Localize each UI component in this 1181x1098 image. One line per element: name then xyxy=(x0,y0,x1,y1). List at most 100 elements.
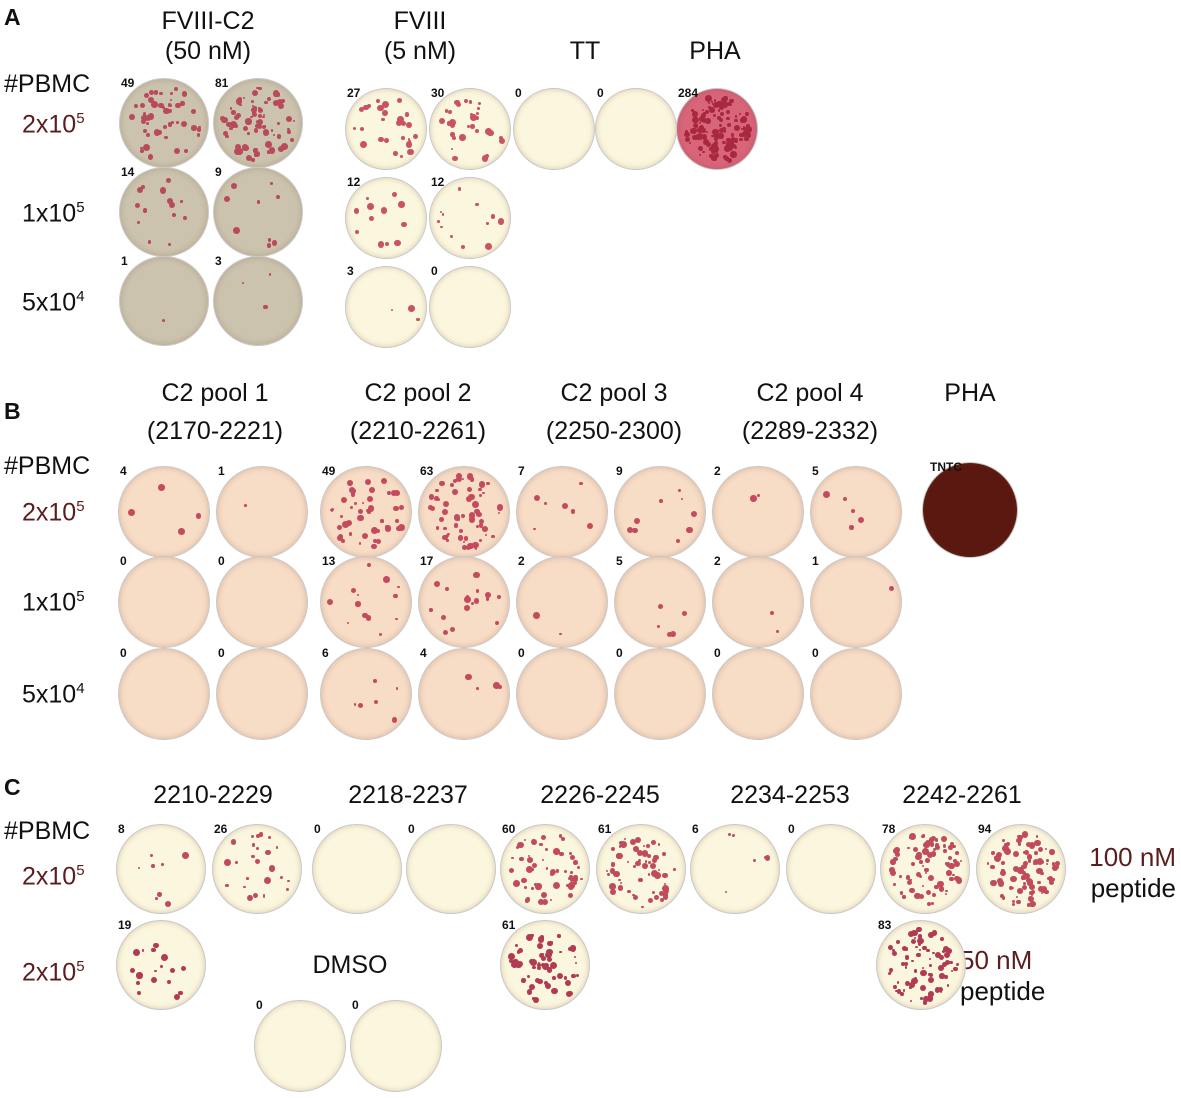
spot xyxy=(641,905,644,909)
spot xyxy=(928,874,935,881)
spot-count: 9 xyxy=(215,165,222,179)
spot xyxy=(711,103,715,106)
spot xyxy=(922,995,929,1002)
spot xyxy=(633,894,639,900)
spot xyxy=(229,126,233,130)
spot xyxy=(714,137,719,142)
spot-count: 0 xyxy=(597,86,604,100)
spot xyxy=(739,113,742,116)
spot xyxy=(277,121,281,125)
spot xyxy=(380,519,384,523)
spot xyxy=(473,598,480,604)
well-b xyxy=(118,466,210,558)
spot xyxy=(383,575,391,583)
spot xyxy=(535,883,542,890)
spot-count: 2 xyxy=(518,554,525,568)
spot xyxy=(341,538,346,543)
spot xyxy=(580,877,583,881)
spot xyxy=(470,114,477,122)
spot xyxy=(1016,888,1023,894)
spot xyxy=(544,980,549,985)
spot xyxy=(718,123,722,127)
spot xyxy=(616,853,623,860)
spot xyxy=(393,594,398,599)
spot xyxy=(924,867,930,873)
spot xyxy=(908,887,915,894)
spot xyxy=(1037,880,1041,885)
spot xyxy=(254,151,260,157)
spot xyxy=(904,955,910,960)
spot xyxy=(647,897,654,904)
spot xyxy=(494,620,499,625)
well-b xyxy=(614,648,706,740)
spot xyxy=(428,494,435,500)
spot xyxy=(180,200,183,203)
spot xyxy=(1030,900,1036,907)
spot xyxy=(657,868,661,872)
spot xyxy=(908,982,916,989)
spot xyxy=(909,878,912,881)
spot-count: 63 xyxy=(420,464,434,478)
spot xyxy=(136,186,144,194)
spot xyxy=(1034,839,1041,846)
spot xyxy=(265,850,271,856)
spot xyxy=(647,873,651,876)
spot xyxy=(169,92,173,96)
spot xyxy=(142,208,148,213)
c-row-label-1-exp: 5 xyxy=(76,862,85,879)
spot xyxy=(511,856,514,859)
spot xyxy=(157,892,162,897)
spot xyxy=(733,145,736,149)
spot xyxy=(911,862,916,867)
spot xyxy=(439,210,443,214)
spot xyxy=(268,147,276,154)
spot xyxy=(690,511,697,518)
spot xyxy=(491,535,495,539)
spot xyxy=(396,98,402,104)
spot xyxy=(909,833,917,841)
a-row-label-3: 5x104 xyxy=(22,288,85,317)
spot xyxy=(546,957,552,963)
spot xyxy=(141,118,147,124)
spot xyxy=(995,851,1002,859)
spot xyxy=(140,103,145,109)
spot-count: TNTC xyxy=(930,460,962,474)
well-b xyxy=(418,648,510,740)
spot xyxy=(508,953,516,960)
spot xyxy=(1040,871,1044,875)
spot xyxy=(896,981,899,984)
spot xyxy=(942,844,946,848)
a-header-c2: FVIII-C2 (50 nM) xyxy=(118,6,298,66)
spot xyxy=(390,489,397,496)
spot xyxy=(730,151,737,158)
b-pool-4-range: (2289-2332) xyxy=(741,417,879,445)
spot xyxy=(650,862,656,869)
spot xyxy=(475,202,479,207)
spot xyxy=(395,617,398,621)
spot xyxy=(895,851,901,857)
spot xyxy=(361,502,364,505)
spot xyxy=(168,109,172,113)
spot xyxy=(756,493,760,497)
spot xyxy=(941,836,948,842)
c-row-label-2-base: 2x10 xyxy=(22,958,77,987)
spot xyxy=(256,86,259,90)
spot xyxy=(151,864,155,869)
spot xyxy=(568,882,575,890)
spot xyxy=(652,858,658,864)
spot xyxy=(457,518,461,522)
spot xyxy=(147,113,155,120)
spot xyxy=(537,962,541,965)
spot xyxy=(473,508,480,515)
spot xyxy=(1004,848,1012,856)
spot xyxy=(647,860,652,864)
spot xyxy=(257,114,262,119)
spot-count: 0 xyxy=(431,264,438,278)
well-b xyxy=(216,466,308,558)
spot xyxy=(177,528,185,535)
spot xyxy=(169,202,176,208)
spot xyxy=(278,102,285,109)
spot xyxy=(468,512,476,520)
spot xyxy=(369,215,375,222)
spot xyxy=(926,948,930,953)
